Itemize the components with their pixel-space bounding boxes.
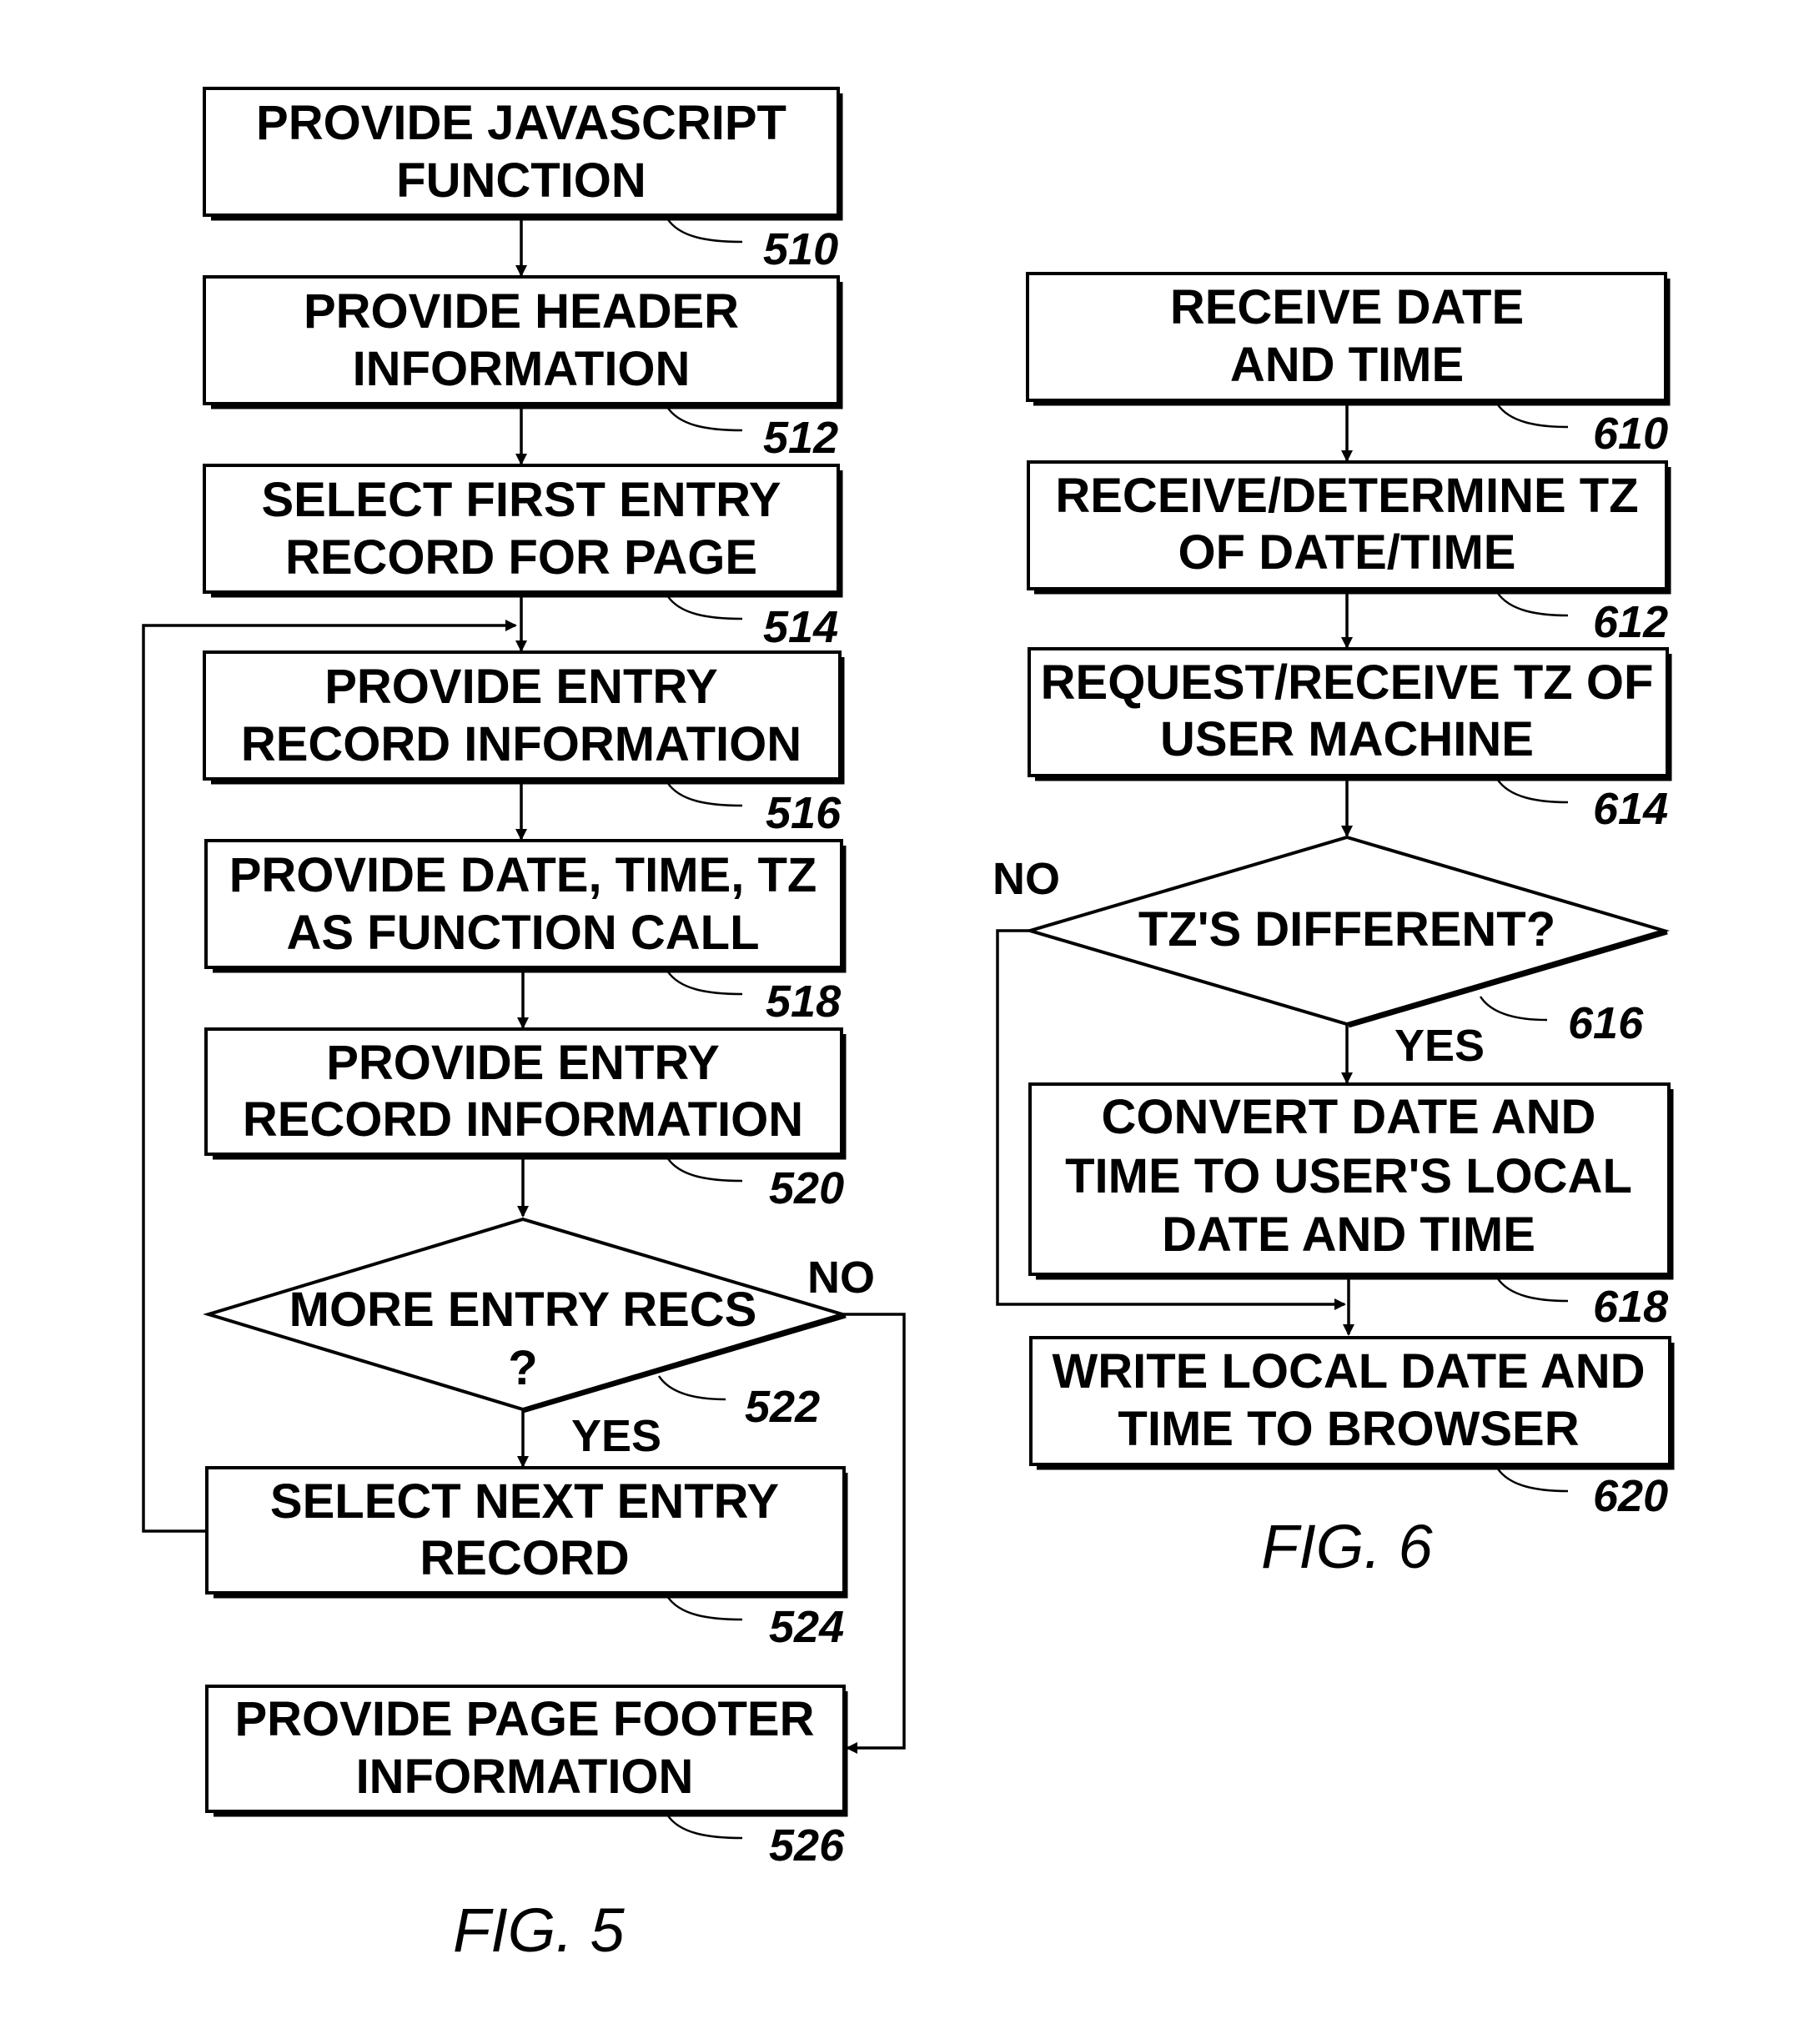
ref-620: 620 xyxy=(1593,1471,1668,1521)
decision-616-text: TZ'S DIFFERENT? xyxy=(1138,902,1555,957)
ref-522: 522 xyxy=(745,1382,820,1432)
ref-516: 516 xyxy=(766,788,842,838)
step-520-line2: RECORD INFORMATION xyxy=(243,1092,803,1147)
decision-522-line2: ? xyxy=(508,1341,537,1395)
step-610-line2: AND TIME xyxy=(1230,338,1464,392)
ref-514: 514 xyxy=(763,602,838,652)
ref-618: 618 xyxy=(1593,1282,1668,1332)
ref-524: 524 xyxy=(769,1602,844,1652)
ref-616: 616 xyxy=(1568,998,1644,1048)
step-526-line1: PROVIDE PAGE FOOTER xyxy=(234,1692,814,1746)
step-510-box: PROVIDE JAVASCRIPT FUNCTION xyxy=(203,87,843,221)
step-516-box: PROVIDE ENTRY RECORD INFORMATION xyxy=(203,650,845,785)
step-512-line1: PROVIDE HEADER xyxy=(304,284,739,339)
fig6-label: FIG. 6 xyxy=(1261,1512,1433,1581)
ref-614: 614 xyxy=(1593,784,1668,834)
step-520-line1: PROVIDE ENTRY xyxy=(326,1036,720,1090)
step-612-line1: RECEIVE/DETERMINE TZ xyxy=(1055,469,1638,523)
step-518-line2: AS FUNCTION CALL xyxy=(286,906,759,960)
step-610-line1: RECEIVE DATE xyxy=(1170,280,1524,334)
step-618-box: CONVERT DATE AND TIME TO USER'S LOCAL DA… xyxy=(1028,1082,1674,1280)
step-524-line1: SELECT NEXT ENTRY xyxy=(270,1474,779,1529)
step-510-line2: FUNCTION xyxy=(396,153,646,208)
arrow-522-no-to-526 xyxy=(842,1313,906,1754)
step-510-line1: PROVIDE JAVASCRIPT xyxy=(256,96,786,150)
step-526-box: PROVIDE PAGE FOOTER INFORMATION xyxy=(205,1685,848,1817)
decision-522-yes-label: YES xyxy=(571,1411,661,1461)
step-512-box: PROVIDE HEADER INFORMATION xyxy=(203,275,843,409)
step-610-box: RECEIVE DATE AND TIME xyxy=(1026,272,1671,406)
fig5-flowchart: PROVIDE JAVASCRIPT FUNCTION 510 PROVIDE … xyxy=(142,87,906,1965)
step-618-line1: CONVERT DATE AND xyxy=(1102,1090,1596,1144)
step-618-line2: TIME TO USER'S LOCAL xyxy=(1065,1149,1632,1203)
decision-522-line1: MORE ENTRY RECS xyxy=(289,1283,757,1337)
step-612-line2: OF DATE/TIME xyxy=(1178,525,1516,580)
loop-arrow-524-to-516 xyxy=(142,620,517,1533)
fig6-flowchart: RECEIVE DATE AND TIME 610 RECEIVE/DETERM… xyxy=(992,272,1675,1581)
fig5-label: FIG. 5 xyxy=(453,1896,625,1965)
ref-526: 526 xyxy=(769,1821,845,1871)
step-514-box: SELECT FIRST ENTRY RECORD FOR PAGE xyxy=(203,464,843,598)
step-516-line2: RECORD INFORMATION xyxy=(241,717,801,771)
step-524-line2: RECORD xyxy=(420,1531,629,1585)
decision-522-no-label: NO xyxy=(807,1253,875,1303)
step-614-line1: REQUEST/RECEIVE TZ OF xyxy=(1041,655,1654,710)
arrow-616-no-to-620 xyxy=(996,929,1346,1310)
step-516-line1: PROVIDE ENTRY xyxy=(324,660,718,714)
step-526-line2: INFORMATION xyxy=(356,1750,694,1804)
step-520-box: PROVIDE ENTRY RECORD INFORMATION xyxy=(204,1027,847,1160)
step-620-box: WRITE LOCAL DATE AND TIME TO BROWSER xyxy=(1029,1336,1675,1470)
step-620-line1: WRITE LOCAL DATE AND xyxy=(1053,1344,1646,1399)
ref-520: 520 xyxy=(769,1163,844,1213)
step-518-box: PROVIDE DATE, TIME, TZ AS FUNCTION CALL xyxy=(204,839,847,973)
step-612-box: RECEIVE/DETERMINE TZ OF DATE/TIME xyxy=(1027,460,1671,595)
step-618-line3: DATE AND TIME xyxy=(1162,1208,1535,1262)
ref-510: 510 xyxy=(763,224,838,274)
ref-518: 518 xyxy=(766,977,841,1027)
ref-512: 512 xyxy=(763,413,838,463)
decision-616: TZ'S DIFFERENT? xyxy=(1023,835,1671,1028)
step-620-line2: TIME TO BROWSER xyxy=(1118,1402,1579,1456)
step-518-line1: PROVIDE DATE, TIME, TZ xyxy=(229,848,817,902)
step-614-line2: USER MACHINE xyxy=(1160,712,1534,766)
ref-612: 612 xyxy=(1593,597,1668,647)
ref-610: 610 xyxy=(1593,409,1668,459)
step-512-line2: INFORMATION xyxy=(353,342,691,396)
decision-616-no-label: NO xyxy=(992,854,1060,904)
step-514-line2: RECORD FOR PAGE xyxy=(285,530,757,585)
step-614-box: REQUEST/RECEIVE TZ OF USER MACHINE xyxy=(1028,647,1672,781)
step-514-line1: SELECT FIRST ENTRY xyxy=(262,473,781,527)
decision-616-yes-label: YES xyxy=(1394,1021,1485,1071)
step-524-box: SELECT NEXT ENTRY RECORD xyxy=(205,1466,848,1599)
